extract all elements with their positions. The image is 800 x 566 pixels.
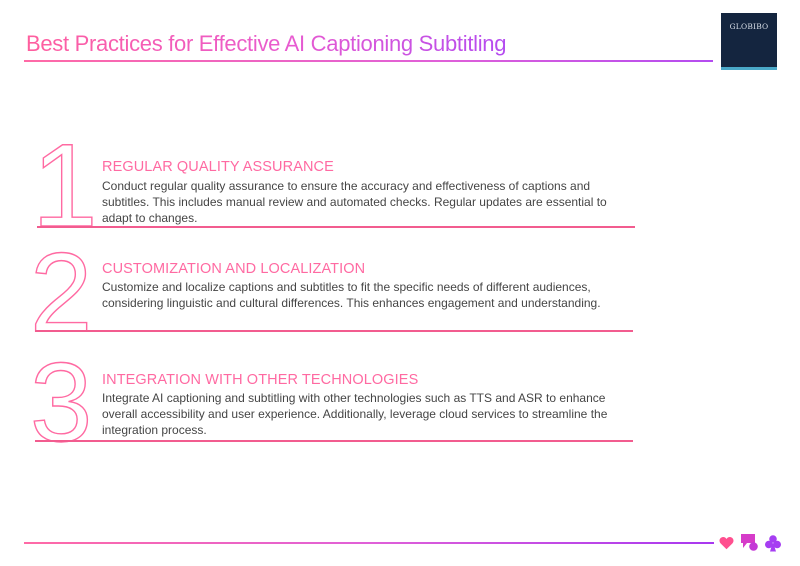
- item-heading: REGULAR QUALITY ASSURANCE: [102, 159, 334, 175]
- numeral-2-icon: 2: [29, 229, 100, 355]
- logo-text: GLOBIBO: [729, 22, 769, 31]
- title-divider: [24, 60, 713, 62]
- logo-accent-bar: [721, 67, 777, 70]
- item-heading: CUSTOMIZATION AND LOCALIZATION: [102, 261, 366, 277]
- club-icon: [765, 534, 781, 552]
- item-body: Customize and localize captions and subt…: [102, 280, 601, 310]
- item-heading: INTEGRATION WITH OTHER TECHNOLOGIES: [102, 372, 419, 388]
- numeral-1-icon: 1: [30, 119, 100, 252]
- svg-text:1: 1: [32, 120, 98, 252]
- heart-icon: [719, 536, 734, 550]
- svg-text:2: 2: [30, 230, 92, 355]
- item-divider: [35, 330, 633, 332]
- item-divider: [37, 226, 635, 228]
- item-body: Conduct regular quality assurance to ens…: [102, 179, 607, 225]
- chat-bubble-icon: [741, 534, 758, 552]
- footer-divider: [24, 542, 714, 544]
- item-body: Integrate AI captioning and subtitling w…: [102, 391, 608, 437]
- globibo-logo: GLOBIBO: [721, 13, 777, 70]
- numeral-3-icon: 3: [29, 339, 100, 465]
- svg-text:3: 3: [30, 340, 92, 465]
- item-divider: [35, 440, 633, 442]
- footer-icons: [719, 534, 781, 552]
- page-title: Best Practices for Effective AI Captioni…: [26, 31, 507, 56]
